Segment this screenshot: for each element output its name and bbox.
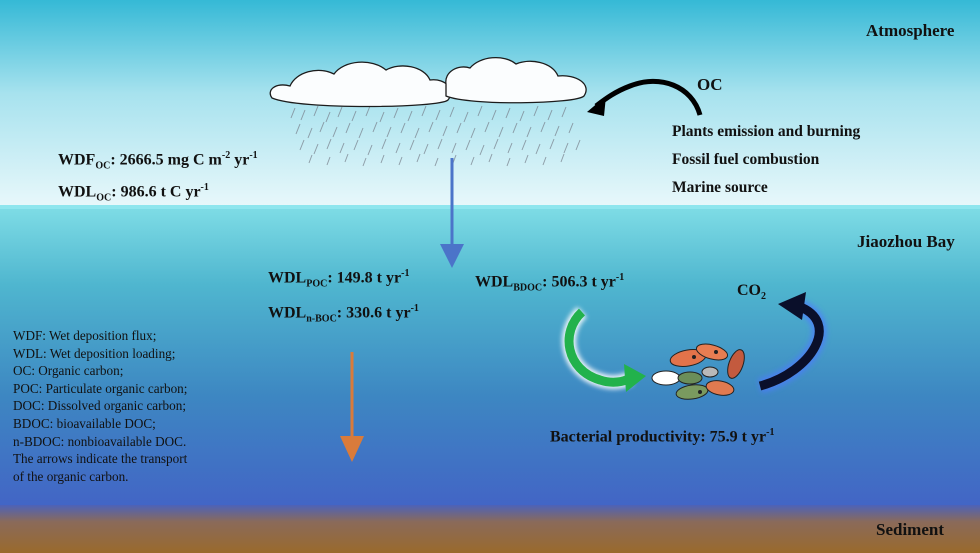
bacterial-productivity: Bacterial productivity: 75.9 t yr-1 [550, 427, 775, 446]
cloud-icon [269, 57, 587, 108]
zone-bay: Jiaozhou Bay [857, 232, 955, 251]
bdoc-uptake-arrow [564, 308, 633, 387]
respiration-arrow [758, 301, 824, 391]
flux-wdf-oc: WDFOC: 2666.5 mg C m-2 yr-1 [58, 150, 258, 172]
zone-sediment: Sediment [876, 520, 944, 539]
flux-wdl-bdoc: WDLBDOC: 506.3 t yr-1 [475, 272, 625, 294]
legend-item: The arrows indicate the transport [13, 451, 188, 467]
zone-atmosphere: Atmosphere [866, 21, 955, 40]
flux-wdl-nboc: WDLn-BOC: 330.6 t yr-1 [268, 303, 419, 325]
sky [0, 0, 980, 208]
legend-item: n-BDOC: nonbioavailable DOC. [13, 433, 187, 449]
sediment-layer [0, 505, 980, 553]
rain [290, 105, 581, 167]
oc-source-plants: Plants emission and burning [672, 123, 861, 140]
bacteria-icon [651, 343, 745, 400]
legend: WDF: Wet deposition flux; WDL: Wet depos… [13, 327, 187, 485]
legend-item: BDOC: bioavailable DOC; [13, 415, 156, 431]
oc-source-fossil: Fossil fuel combustion [672, 151, 820, 168]
deposition-arrowhead [440, 244, 464, 268]
oc-sources-title: OC [697, 75, 723, 94]
water [0, 206, 980, 522]
water-surface [0, 205, 980, 209]
bdoc-uptake-arrowhead [624, 364, 646, 392]
legend-item: OC: Organic carbon; [13, 363, 124, 379]
oc-source-arrowhead [587, 96, 606, 116]
respiration-arrowhead [778, 292, 806, 320]
legend-item: of the organic carbon. [13, 468, 129, 484]
flux-wdl-poc: WDLPOC: 149.8 t yr-1 [268, 268, 410, 290]
legend-item: WDL: Wet deposition loading; [13, 345, 176, 361]
legend-item: DOC: Dissolved organic carbon; [13, 398, 186, 414]
legend-item: WDF: Wet deposition flux; [13, 328, 157, 343]
flux-wdl-oc: WDLOC: 986.6 t C yr-1 [58, 182, 209, 204]
sedimentation-arrowhead [340, 436, 364, 462]
legend-item: POC: Particulate organic carbon; [13, 380, 188, 396]
co2-label: CO2 [737, 282, 766, 303]
oc-source-marine: Marine source [672, 179, 768, 196]
